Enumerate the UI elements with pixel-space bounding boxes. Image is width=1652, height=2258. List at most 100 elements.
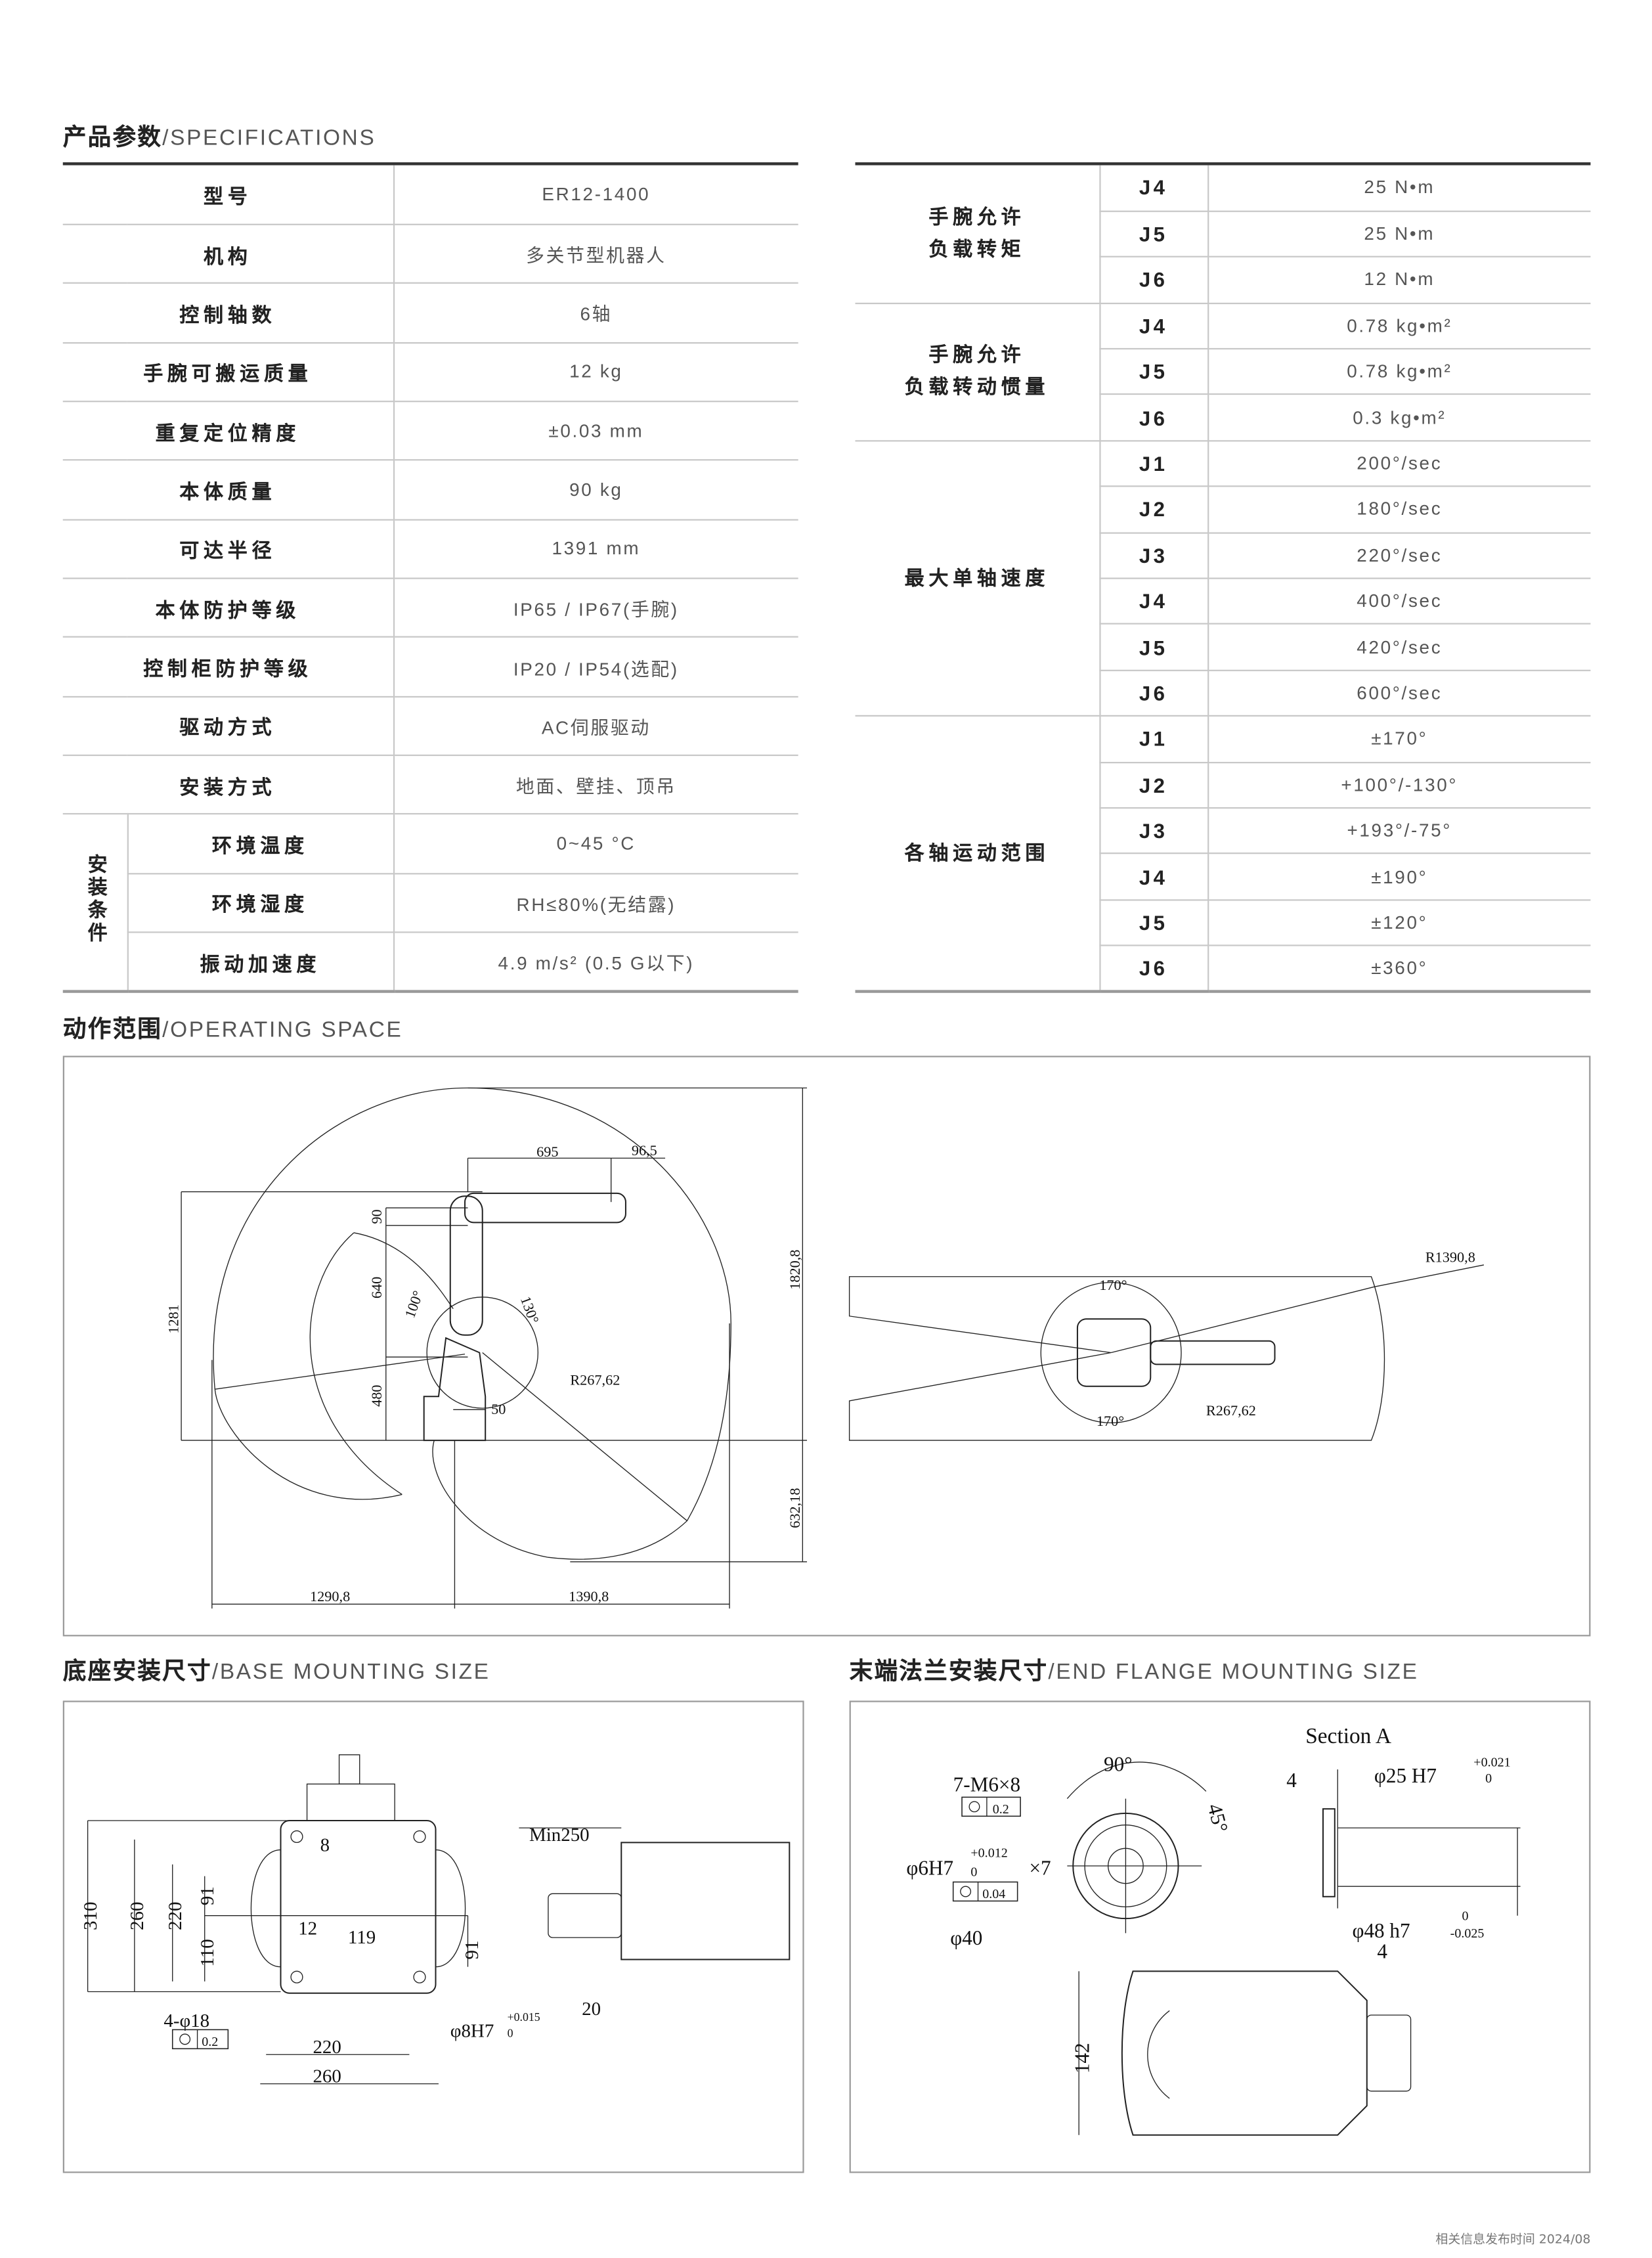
joint-label: J5 bbox=[1099, 349, 1209, 396]
heading-cn: 底座安装尺寸 bbox=[62, 1656, 212, 1685]
joint-value: ±360° bbox=[1207, 945, 1591, 993]
joint-value: 0.3 kg•m² bbox=[1207, 395, 1591, 442]
radius-label: R267,62 bbox=[570, 1371, 620, 1388]
spec-label: 本体防护等级 bbox=[62, 578, 395, 638]
dim-50: 50 bbox=[491, 1401, 506, 1417]
wrist-body bbox=[1121, 1970, 1368, 2136]
dim-1290-8: 1290,8 bbox=[310, 1588, 350, 1605]
heading-en: /BASE MOUNTING SIZE bbox=[211, 1660, 490, 1685]
thread-label: 7-M6×8 bbox=[953, 1773, 1020, 1796]
joint-value: +193°/-75° bbox=[1207, 808, 1591, 855]
dim-695: 695 bbox=[536, 1143, 558, 1160]
end-flange-heading: 末端法兰安装尺寸/END FLANGE MOUNTING SIZE bbox=[850, 1651, 1419, 1686]
dim-8: 8 bbox=[320, 1835, 330, 1856]
pin-label: φ8H7 bbox=[450, 2021, 494, 2042]
spec-row: J5±120° bbox=[856, 899, 1591, 946]
section-a-label: Section A bbox=[1305, 1724, 1391, 1748]
joint-label: J3 bbox=[1099, 808, 1209, 855]
pin-tol-lower: 0 bbox=[508, 2027, 513, 2040]
dim-220-vertical: 220 bbox=[165, 1902, 186, 1930]
heading-en: /END FLANGE MOUNTING SIZE bbox=[1048, 1660, 1419, 1685]
dim-phi25: φ25 H7 bbox=[1374, 1764, 1437, 1787]
spec-label: 本体质量 bbox=[62, 460, 395, 520]
dim-4-bottom: 4 bbox=[1377, 1939, 1387, 1962]
spec-value: 地面、壁挂、顶吊 bbox=[393, 755, 798, 816]
joint-value: 220°/sec bbox=[1207, 532, 1591, 579]
tolerance-value: 0.2 bbox=[993, 1802, 1009, 1817]
joint-label: J3 bbox=[1099, 532, 1209, 579]
joint-value: +100°/-130° bbox=[1207, 762, 1591, 809]
operating-space-panel bbox=[62, 1055, 1591, 1637]
spec-value: AC伺服驱动 bbox=[393, 696, 798, 757]
spec-label: 可达半径 bbox=[62, 519, 395, 579]
spec-value: IP20 / IP54(选配) bbox=[393, 637, 798, 697]
tolerance-value: 0.04 bbox=[982, 1887, 1005, 1901]
joint-value: 420°/sec bbox=[1207, 624, 1591, 671]
spec-label: 安装方式 bbox=[62, 755, 395, 816]
angle-170-top: 170° bbox=[1099, 1277, 1127, 1293]
spec-label: 环境温度 bbox=[127, 814, 395, 875]
joint-label: J1 bbox=[1099, 440, 1209, 487]
joint-label: J4 bbox=[1099, 165, 1209, 212]
joint-value: 25 N•m bbox=[1207, 165, 1591, 212]
phi48-tol-lower: -0.025 bbox=[1450, 1926, 1485, 1941]
pin-count: ×7 bbox=[1029, 1856, 1051, 1879]
joint-value: ±120° bbox=[1207, 899, 1591, 946]
spec-value: 6轴 bbox=[393, 283, 798, 343]
heading-en: /SPECIFICATIONS bbox=[162, 125, 376, 151]
spec-label: 重复定位精度 bbox=[62, 401, 395, 462]
dim-4-top: 4 bbox=[1286, 1769, 1297, 1792]
divider bbox=[62, 162, 798, 166]
spec-row: 重复定位精度±0.03 mm bbox=[62, 401, 798, 462]
joint-value: 12 N•m bbox=[1207, 257, 1591, 304]
spec-label: 驱动方式 bbox=[62, 696, 395, 757]
group-label-line2: 负载转动惯量 bbox=[904, 376, 1050, 400]
joint-value: 180°/sec bbox=[1207, 486, 1591, 533]
phi25-tol-upper: +0.021 bbox=[1473, 1756, 1510, 1770]
pin-label: φ6H7 bbox=[906, 1856, 953, 1879]
group-label-line1: 手腕允许 bbox=[928, 206, 1026, 230]
group-label-line1: 手腕允许 bbox=[928, 343, 1026, 368]
joint-label: J6 bbox=[1099, 945, 1209, 993]
dim-1820-8: 1820,8 bbox=[787, 1250, 803, 1290]
group-label: 安装条件 bbox=[83, 854, 106, 945]
joint-label: J4 bbox=[1099, 303, 1209, 350]
angle-90: 90° bbox=[1104, 1752, 1133, 1775]
end-flange-drawing: Section A 7-M6×8 0.2 φ6H7 +0.012 0 ×7 0.… bbox=[906, 1724, 1521, 2136]
joint-label: J5 bbox=[1099, 899, 1209, 946]
dim-310: 310 bbox=[80, 1902, 101, 1930]
dim-min250: Min250 bbox=[529, 1825, 590, 1846]
spec-label: 环境湿度 bbox=[127, 873, 395, 933]
base-mounting-drawing: 310 260 220 110 91 12 8 119 91 4-φ18 0.2… bbox=[80, 1754, 791, 2087]
phi48-tol-upper: 0 bbox=[1462, 1909, 1469, 1923]
dim-480: 480 bbox=[368, 1385, 385, 1407]
joint-label: J2 bbox=[1099, 486, 1209, 533]
spec-row: 安装方式地面、壁挂、顶吊 bbox=[62, 755, 798, 816]
dim-119: 119 bbox=[348, 1927, 376, 1948]
joint-label: J2 bbox=[1099, 762, 1209, 809]
spec-label: 振动加速度 bbox=[127, 932, 395, 993]
dim-260-vertical: 260 bbox=[127, 1902, 148, 1930]
dim-phi48: φ48 h7 bbox=[1353, 1919, 1410, 1942]
side-view-drawing: 695 96,5 90 640 480 1281 100° 130° R267,… bbox=[165, 1087, 808, 1609]
spec-value: 90 kg bbox=[393, 460, 798, 520]
spec-label: 手腕可搬运质量 bbox=[62, 342, 395, 403]
spec-value: 多关节型机器人 bbox=[393, 224, 798, 284]
heading-cn: 产品参数 bbox=[62, 123, 163, 151]
